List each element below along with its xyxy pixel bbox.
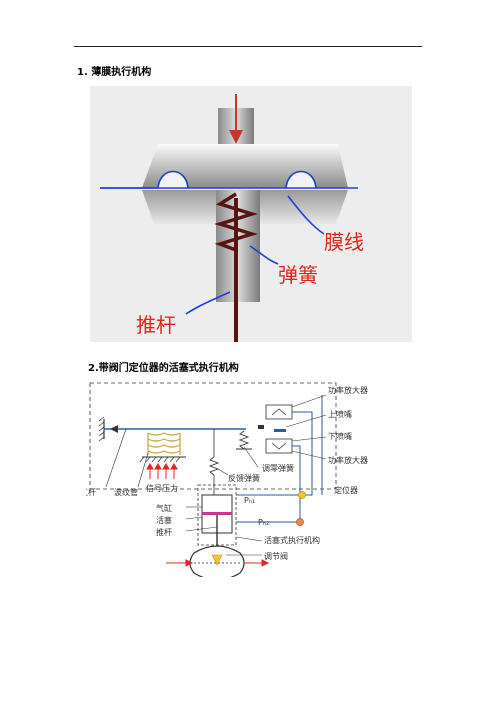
label-signal-pressure: 信号压力 [146,483,178,493]
label-lower-nozzle: 下喷嘴 [328,431,352,441]
label-bellows: 波纹管 [114,487,138,497]
power-amp-top [265,404,293,420]
label-ph2: Pₕ₂ [258,518,269,527]
label-upper-nozzle: 上喷嘴 [328,409,352,419]
zero-spring [238,430,250,450]
section1-heading: 1. 薄膜执行机构 [77,67,152,78]
feedback-spring [208,456,220,476]
signal-pressure-arrows [146,463,178,479]
label-piston-actuator: 活塞式执行机构 [264,535,320,545]
nozzle-flapper [274,429,286,432]
label-push-rod-2: 推杆 [156,527,172,537]
label-valve: 调节阀 [264,552,288,561]
ph1-port [298,491,306,499]
power-amp-bottom [265,438,293,454]
label-ph1: Pₕ₁ [244,496,255,505]
label-push-rod: 推杆 [136,313,176,337]
label-piston: 活塞 [156,515,172,525]
piston-actuator-figure: 功率放大器 上喷嘴 下喷嘴 功率放大器 杠杆 波纹管 信号压力 反馈弹簧 调零弹… [80,377,422,581]
diaphragm-actuator-figure: 膜线 弹簧 推杆 [90,86,412,342]
label-power-amp-top: 功率放大器 [328,385,368,395]
ph2-port [296,518,304,526]
spring [214,192,258,252]
label-zero-spring: 调零弹簧 [262,463,294,473]
bellows [147,432,181,455]
label-power-amp-bottom: 功率放大器 [328,455,368,465]
top-rule [74,46,422,47]
section2-heading: 2.带阀门定位器的活塞式执行机构 [88,363,239,374]
positioner-enclosure [89,382,337,490]
label-spring: 弹簧 [278,263,318,287]
label-feedback-spring: 反馈弹簧 [228,473,260,483]
label-diaphragm: 膜线 [324,230,364,254]
label-lever: 杠杆 [86,487,96,497]
flow-arrows [166,559,270,567]
label-positioner: 定位器 [334,485,358,495]
inlet-arrow [229,130,243,144]
label-cylinder: 气缸 [156,503,172,513]
piston [202,512,232,515]
